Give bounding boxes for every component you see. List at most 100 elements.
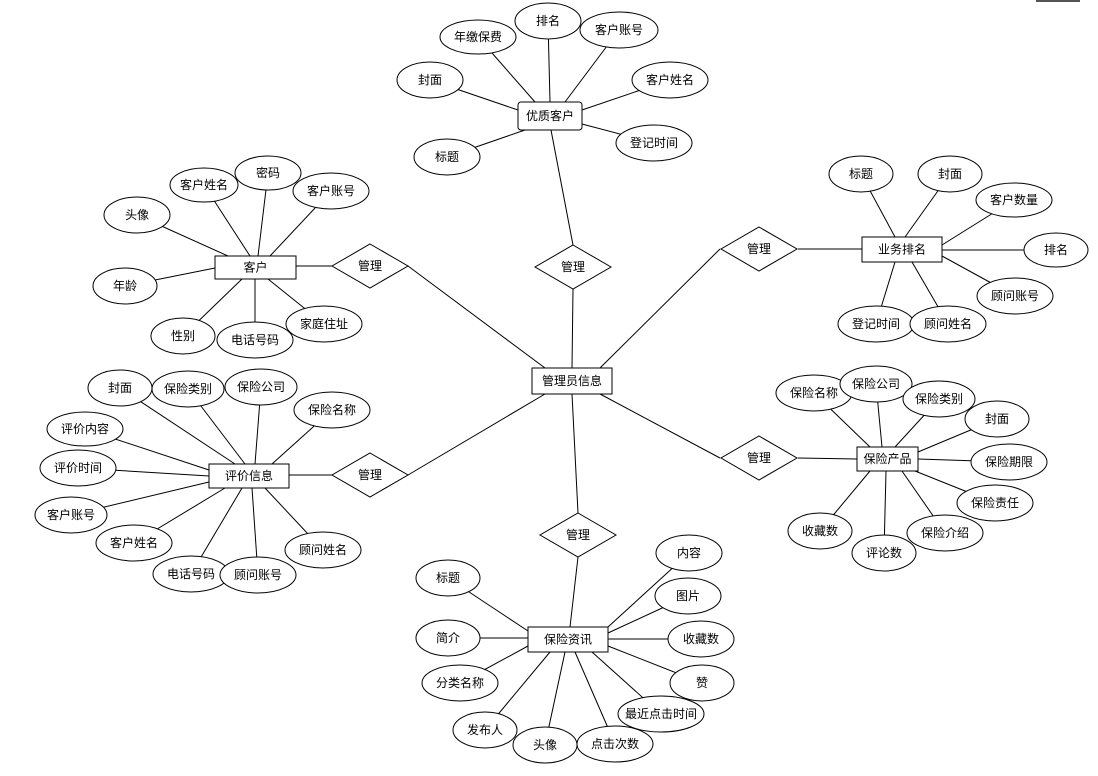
attribute-label: 年龄 <box>113 279 137 293</box>
attribute-ranking-6: 顾问姓名 <box>909 305 987 343</box>
attribute-product-7: 评论数 <box>851 534 917 572</box>
attribute-label: 客户姓名 <box>646 72 694 87</box>
attribute-ellipse <box>284 531 362 569</box>
attribute-label: 点击次数 <box>591 736 639 751</box>
attribute-news-9: 图片 <box>654 577 722 615</box>
attribute-news-8: 收藏数 <box>667 620 735 658</box>
attribute-ranking-4: 顾问账号 <box>976 277 1054 315</box>
attribute-news-3: 发布人 <box>452 711 518 749</box>
attribute-label: 保险期限 <box>985 454 1033 469</box>
relation-label: 管理 <box>747 450 771 465</box>
connector-review-1 <box>407 393 546 476</box>
attribute-label: 封面 <box>938 167 962 181</box>
attribute-label: 电话号码 <box>231 333 279 347</box>
attribute-ellipse <box>917 155 983 193</box>
attribute-ellipse <box>964 400 1030 438</box>
attribute-ellipse <box>216 321 294 359</box>
entity-label: 评价信息 <box>225 468 273 483</box>
attribute-premium-4: 客户姓名 <box>631 61 709 99</box>
attribute-label: 客户账号 <box>47 507 95 522</box>
attribute-label: 保险责任 <box>971 495 1019 510</box>
attribute-label: 收藏数 <box>802 523 838 538</box>
entity-box <box>861 236 943 263</box>
attribute-review-0: 封面 <box>87 369 153 407</box>
attribute-ranking-3: 排名 <box>1023 232 1089 268</box>
relation-label: 管理 <box>358 258 382 273</box>
nodes: 年缴保费排名客户账号封面客户姓名标题登记时间客户姓名密码客户账号头像年龄性别电话… <box>34 2 1089 764</box>
attribute-ellipse <box>103 196 171 234</box>
relation-diamond <box>539 512 617 558</box>
attribute-product-3: 封面 <box>964 400 1030 438</box>
entity-premium: 优质客户 <box>517 101 583 131</box>
relation-label: 管理 <box>358 467 382 482</box>
attribute-premium-3: 封面 <box>396 61 464 99</box>
attribute-ellipse <box>667 620 735 658</box>
attribute-news-1: 简介 <box>415 619 481 657</box>
attribute-news-0: 标题 <box>415 559 481 597</box>
attribute-premium-2: 客户账号 <box>579 11 659 49</box>
attribute-product-6: 收藏数 <box>787 512 853 550</box>
attribute-label: 封面 <box>985 412 1009 426</box>
attribute-ellipse <box>415 559 481 597</box>
attribute-label: 保险名称 <box>308 402 356 417</box>
attribute-label: 登记时间 <box>852 316 900 331</box>
attribute-review-9: 顾问账号 <box>219 556 297 594</box>
attribute-label: 标题 <box>435 150 459 164</box>
connector-news-0 <box>571 393 579 514</box>
entity-news: 保险资讯 <box>527 626 609 653</box>
entity-ranking: 业务排名 <box>861 236 943 263</box>
attribute-label: 客户账号 <box>595 22 643 37</box>
attribute-label: 头像 <box>533 738 557 752</box>
attribute-product-2: 保险类别 <box>902 380 976 418</box>
attribute-label: 顾问姓名 <box>299 542 347 557</box>
attribute-ellipse <box>150 317 216 355</box>
attribute-customer-6: 电话号码 <box>216 321 294 359</box>
attribute-news-10: 内容 <box>655 534 723 572</box>
attribute-news-7: 赞 <box>669 664 735 702</box>
attribute-ellipse <box>828 155 894 193</box>
attribute-customer-0: 客户姓名 <box>169 167 239 203</box>
attribute-label: 发布人 <box>467 722 503 737</box>
attribute-ellipse <box>976 277 1054 315</box>
attribute-product-4: 保险期限 <box>970 443 1048 481</box>
attribute-label: 保险公司 <box>237 379 285 394</box>
entity-label: 管理员信息 <box>542 373 602 388</box>
attribute-label: 顾问姓名 <box>924 316 972 331</box>
relation-product: 管理 <box>720 435 798 481</box>
attribute-label: 赞 <box>696 676 708 690</box>
attribute-ellipse <box>851 534 917 572</box>
attribute-news-4: 头像 <box>512 726 578 764</box>
attribute-label: 封面 <box>108 381 132 395</box>
attribute-label: 保险类别 <box>915 391 963 406</box>
attribute-review-2: 保险公司 <box>224 368 298 406</box>
attribute-ranking-0: 标题 <box>828 155 894 193</box>
attribute-customer-7: 家庭住址 <box>285 305 363 343</box>
attribute-label: 图片 <box>676 589 700 603</box>
entity-box <box>517 101 583 131</box>
attribute-product-8: 保险介绍 <box>906 514 984 552</box>
attribute-label: 保险公司 <box>852 376 900 391</box>
attribute-premium-6: 登记时间 <box>615 124 693 162</box>
connector-news-1 <box>569 556 579 628</box>
relation-diamond <box>534 244 612 290</box>
entity-customer: 客户 <box>214 255 297 280</box>
attribute-label: 排名 <box>1044 242 1068 257</box>
entity-review: 评价信息 <box>208 463 290 489</box>
attribute-ellipse <box>452 711 518 749</box>
attribute-label: 简介 <box>436 631 460 645</box>
attribute-review-6: 客户账号 <box>34 496 108 534</box>
attribute-label: 顾问账号 <box>234 568 282 582</box>
entity-box <box>856 446 919 472</box>
attribute-label: 客户姓名 <box>180 177 228 192</box>
relation-diamond <box>331 243 409 289</box>
relation-diamond <box>720 226 798 272</box>
entity-product: 保险产品 <box>856 446 919 472</box>
attribute-ellipse <box>839 365 913 403</box>
attribute-ellipse <box>975 182 1053 218</box>
attribute-news-6: 最近点击时间 <box>617 695 705 733</box>
attribute-news-2: 分类名称 <box>421 664 499 702</box>
attribute-ellipse <box>615 124 693 162</box>
attribute-label: 评论数 <box>866 545 902 560</box>
attribute-customer-5: 性别 <box>150 317 216 355</box>
